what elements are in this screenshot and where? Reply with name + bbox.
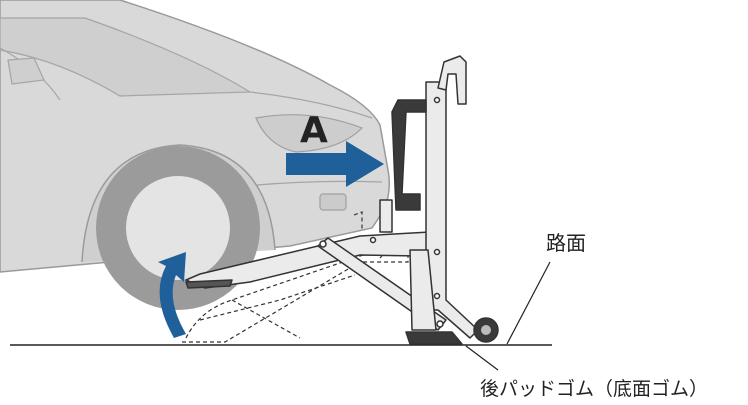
pad-label-leader <box>465 345 499 371</box>
frame-bolt-2 <box>433 248 441 256</box>
wheel-rim <box>126 176 230 280</box>
road-surface-label: 路面 <box>546 231 586 255</box>
arrow-letter-label: A <box>300 110 328 151</box>
rear-pad-rubber <box>405 331 463 345</box>
headlight <box>255 114 364 153</box>
direction-arrow-icon <box>286 141 384 187</box>
car-window <box>0 17 253 97</box>
rear-pad-support <box>409 249 437 331</box>
frame-bolt-3 <box>433 292 441 300</box>
arm-pivot <box>369 236 377 244</box>
hood-line <box>249 91 373 119</box>
fog-light <box>319 193 347 211</box>
strut-pivot-bottom <box>436 320 444 328</box>
rear-wheel-hub <box>481 325 491 335</box>
floor-jack <box>185 55 499 345</box>
dark-bar <box>391 99 427 211</box>
jack-handle-hook <box>437 55 467 105</box>
strut-pivot-top <box>319 240 327 248</box>
road-label-leader <box>506 261 551 345</box>
upright-post <box>379 199 393 233</box>
side-mirror <box>7 57 45 85</box>
jack-frame <box>425 81 479 339</box>
rotation-arrow-icon <box>158 252 186 338</box>
jack-saddle <box>185 279 233 289</box>
frame-bolt-1 <box>433 96 441 104</box>
rear-pad-label: 後パッドゴム（底面ゴム） <box>480 378 708 400</box>
